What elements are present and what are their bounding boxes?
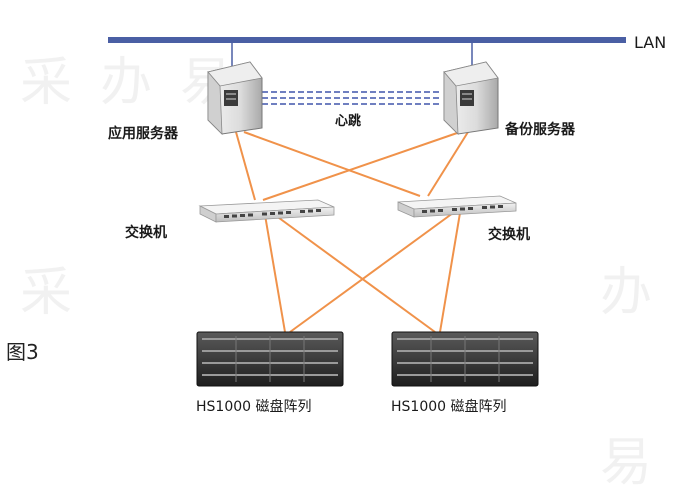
right-switch-icon — [397, 195, 517, 218]
lan-bar — [108, 37, 626, 43]
heartbeat-label: 心跳 — [335, 114, 362, 129]
app-server-icon — [207, 61, 263, 136]
right-storage-label: HS1000 磁盘阵列 — [391, 399, 507, 415]
heartbeat-link — [262, 91, 442, 105]
figure-label: 图3 — [6, 340, 39, 364]
right-storage-array-icon — [391, 331, 539, 387]
left-storage-array-icon — [196, 331, 344, 387]
app-server-label: 应用服务器 — [108, 126, 178, 142]
backup-server-label: 备份服务器 — [505, 122, 575, 138]
lan-label: LAN — [634, 33, 667, 52]
right-switch-label: 交换机 — [488, 227, 530, 243]
backup-server-icon — [443, 61, 499, 136]
fiber-links — [235, 131, 469, 333]
left-switch-label: 交换机 — [125, 225, 167, 241]
left-switch-icon — [198, 199, 335, 223]
left-storage-label: HS1000 磁盘阵列 — [196, 399, 312, 415]
